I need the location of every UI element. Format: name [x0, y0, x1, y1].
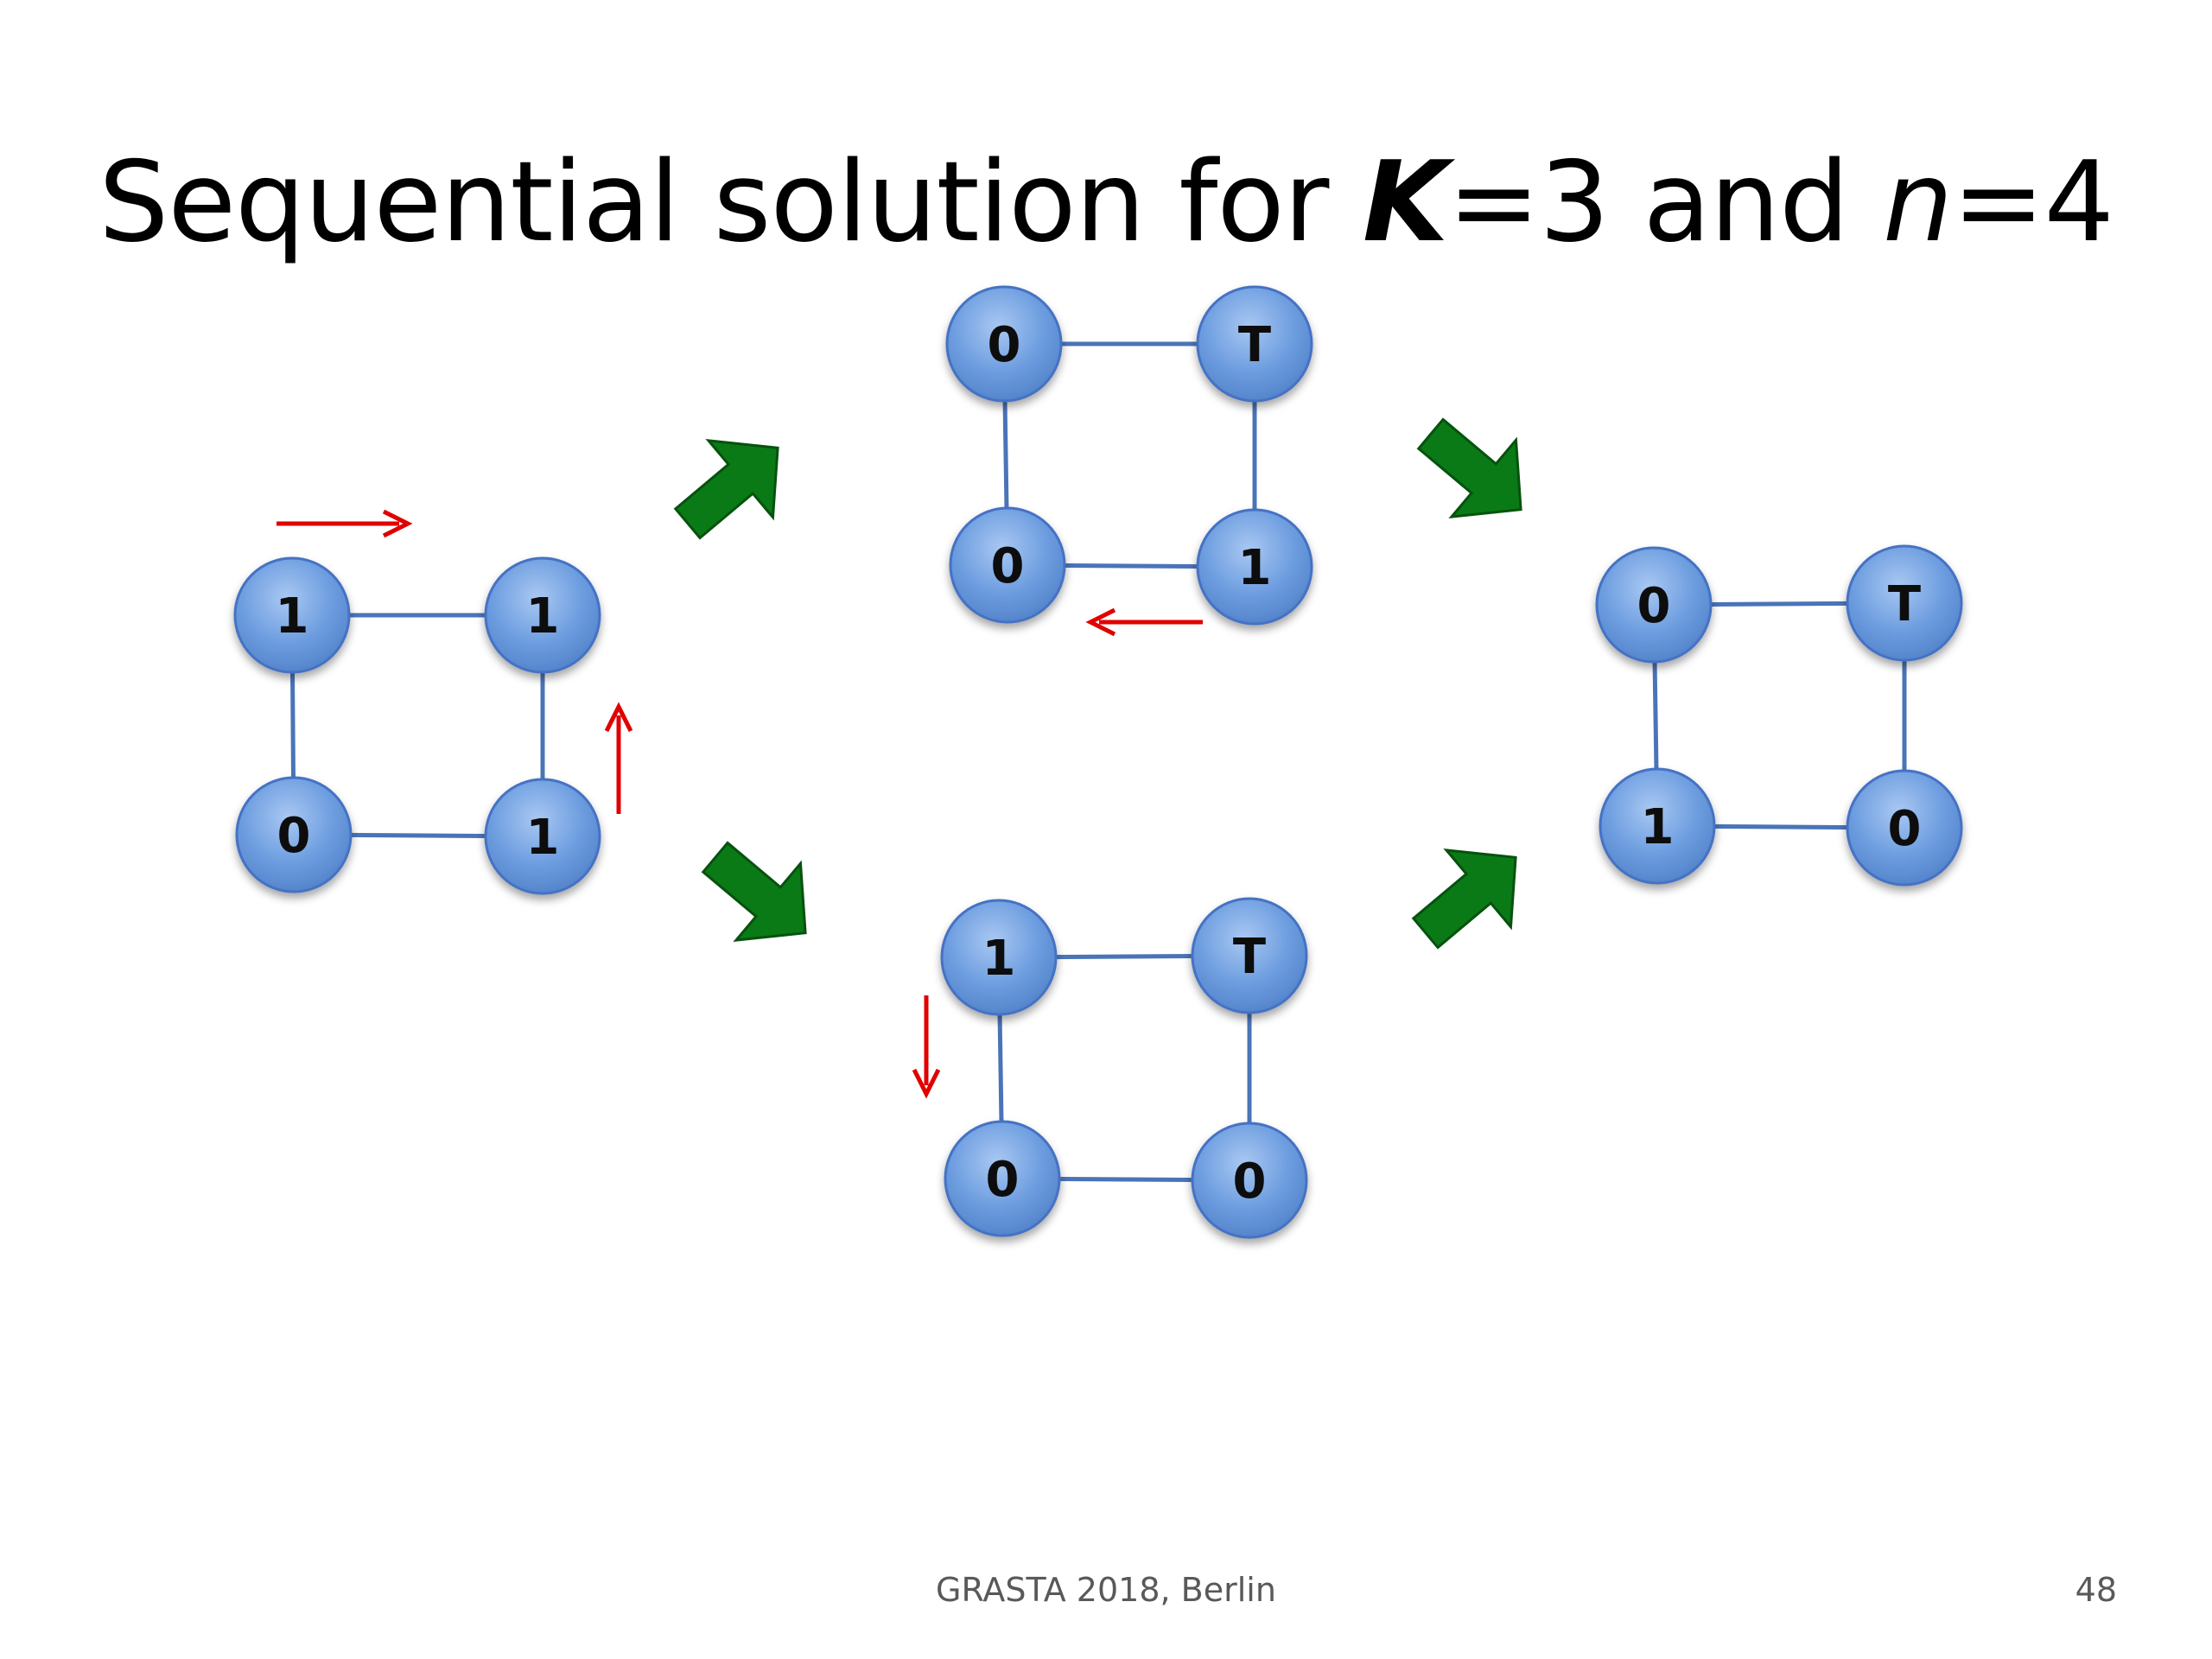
node-label: 1: [982, 931, 1016, 987]
transition-arrow-down-right: [701, 841, 807, 943]
ring-node: 0: [235, 776, 353, 893]
title-prefix: Sequential solution for: [99, 138, 1363, 267]
title-n-variable: n: [1883, 138, 1953, 267]
ring-node: 1: [484, 556, 601, 674]
ring-node: 0: [944, 1120, 1061, 1237]
ring-lower-branch: 1 T 0 0: [912, 897, 1308, 1239]
slide-title: Sequential solution for K=3 and n=4: [0, 142, 2212, 264]
node-label: T: [1888, 576, 1921, 632]
node-label: 1: [1641, 799, 1675, 855]
node-label: 0: [1233, 1154, 1267, 1210]
ring-node: 0: [1595, 546, 1713, 664]
node-label: 0: [277, 808, 311, 864]
token-move-arrow-down: [912, 995, 941, 1099]
node-label: 0: [991, 538, 1025, 594]
node-label: T: [1233, 929, 1266, 985]
ring-initial: 1 1 0 1: [233, 509, 633, 895]
footer-venue: GRASTA 2018, Berlin: [936, 1571, 1276, 1609]
token-move-arrow-left: [1085, 607, 1203, 637]
ring-node: T: [1846, 544, 1963, 662]
ring-node: 0: [1191, 1122, 1308, 1239]
node-label: 1: [276, 588, 309, 645]
node-label: 1: [526, 810, 560, 866]
transition-arrow-down-right: [1416, 417, 1522, 519]
ring-node: T: [1191, 897, 1308, 1014]
token-move-arrow-right: [276, 509, 413, 538]
node-label: T: [1238, 317, 1271, 373]
node-label: 0: [986, 1152, 1020, 1208]
ring-node: 0: [1846, 769, 1963, 887]
ring-node: 1: [233, 556, 351, 674]
node-label: 1: [526, 588, 560, 645]
node-label: 0: [1888, 801, 1922, 857]
ring-node: 1: [484, 778, 601, 895]
ring-node: T: [1196, 285, 1313, 403]
token-move-arrow-up: [604, 702, 633, 814]
title-n-value: =4: [1952, 138, 2114, 267]
node-label: 0: [1637, 578, 1671, 634]
node-label: 0: [988, 317, 1021, 373]
ring-node: 1: [1196, 508, 1313, 626]
page-number: 48: [2075, 1571, 2117, 1609]
transition-arrow-up-right: [673, 438, 779, 540]
ring-final: 0 T 1 0: [1595, 544, 1963, 887]
ring-node: 0: [945, 285, 1063, 403]
title-k-variable: K: [1363, 138, 1448, 267]
ring-node: 1: [1599, 767, 1716, 885]
ring-upper-branch: 0 T 0 1: [945, 285, 1313, 637]
node-label: 1: [1238, 540, 1272, 596]
ring-node: 0: [949, 506, 1066, 624]
transition-arrow-up-right: [1411, 848, 1517, 950]
title-k-value: =3 and: [1447, 138, 1884, 267]
ring-node: 1: [940, 899, 1058, 1016]
